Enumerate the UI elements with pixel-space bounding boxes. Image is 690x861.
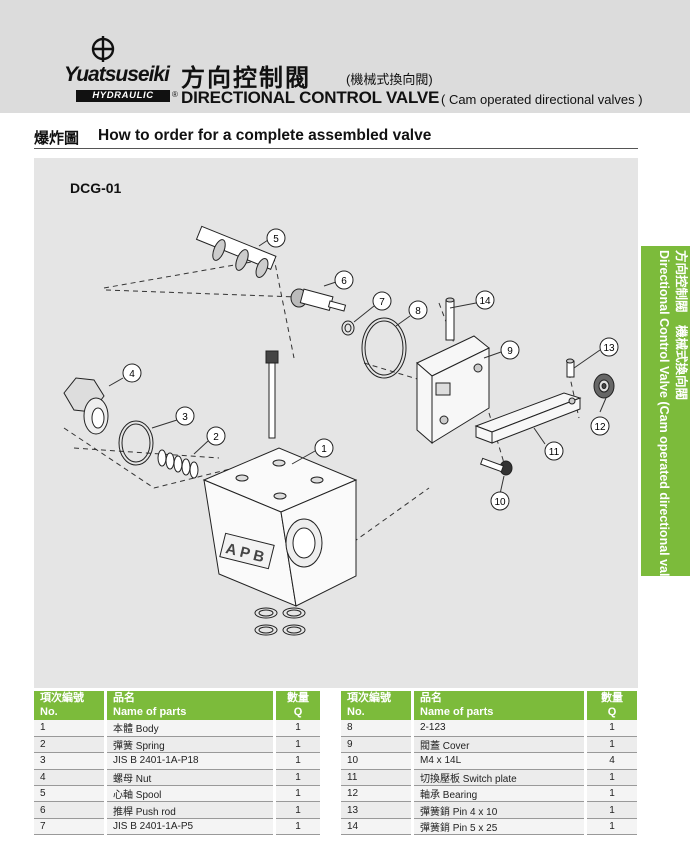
model-label: DCG-01 [70,180,122,196]
svg-text:2: 2 [213,432,219,443]
callout-7: 7 [372,291,392,311]
part-11-switch-plate [474,392,582,444]
callout-14: 14 [475,290,495,310]
side-tab-line-2: Directional Control Valve (Cam operated … [657,250,671,602]
callout-leaders [108,239,607,495]
callout-13: 13 [599,337,619,357]
part-6-push-rod [290,288,347,312]
section-heading: 爆炸圖 How to order for a complete assemble… [34,125,638,149]
svg-text:13: 13 [603,343,615,354]
callout-3: 3 [175,406,195,426]
part-1-body [202,447,358,607]
company-logo: Yuatsuseiki HYDRAULIC ® [62,36,178,106]
part-2-spring [157,449,199,479]
bottom-o-rings [254,607,306,636]
part-12-bearing [593,373,615,399]
callout-9: 9 [500,340,520,360]
exploded-view-panel: A P B [34,158,638,688]
callout-numbers: 5 6 7 8 14 9 13 12 11 10 4 3 2 1 [122,228,619,511]
side-tab-line-1: 方向控制閥 機械式換向閥 [674,250,688,401]
svg-text:5: 5 [273,234,279,245]
svg-text:14: 14 [479,296,491,307]
svg-text:8: 8 [415,306,421,317]
title-chinese-subtitle: (機械式換向閥) [346,72,433,87]
part-5-spool [195,225,277,278]
callout-6: 6 [334,270,354,290]
section-label-chinese: 爆炸圖 [34,130,80,147]
svg-text:11: 11 [549,447,560,458]
svg-text:9: 9 [507,346,513,357]
callout-12: 12 [590,416,610,436]
svg-text:4: 4 [129,369,135,380]
part-10-screw [479,457,513,476]
svg-text:6: 6 [341,276,347,287]
svg-text:12: 12 [594,422,606,433]
brand-subtitle: HYDRAULIC [76,90,170,102]
part-9-cover [416,335,490,445]
svg-text:3: 3 [182,412,188,423]
title-english-subtitle: ( Cam operated directional valves ) [441,92,643,107]
registered-mark: ® [172,90,178,99]
brand-name: Yuatsuseiki [64,63,170,86]
exploded-diagram: A P B [63,225,619,636]
callout-1: 1 [314,438,334,458]
svg-text:10: 10 [494,497,506,508]
part-3-o-ring [118,420,154,466]
title-english: DIRECTIONAL CONTROL VALVE [181,88,440,107]
svg-text:7: 7 [379,297,385,308]
svg-text:1: 1 [321,444,327,455]
side-tab-text: 方向控制閥 機械式換向閥 Directional Control Valve (… [645,250,689,602]
section-label-english: How to order for a complete assembled va… [98,127,432,144]
part-4-nut [63,377,109,435]
part-8-o-ring [361,317,407,379]
title-chinese: 方向控制閥 [181,65,311,92]
body-mounting-bolt [265,350,279,439]
callout-2: 2 [206,426,226,446]
callout-4: 4 [122,363,142,383]
page-header: Yuatsuseiki HYDRAULIC ® 方向控制閥 (機械式換向閥) D… [0,0,690,113]
logo-emblem-icon [91,36,115,62]
part-14-pin [445,297,455,341]
callout-8: 8 [408,300,428,320]
part-13-pin [566,358,575,378]
part-7-o-ring [341,320,355,336]
side-category-tab[interactable]: 方向控制閥 機械式換向閥 Directional Control Valve (… [641,246,690,602]
callout-11: 11 [544,441,564,461]
callout-10: 10 [490,491,510,511]
callout-5: 5 [266,228,286,248]
